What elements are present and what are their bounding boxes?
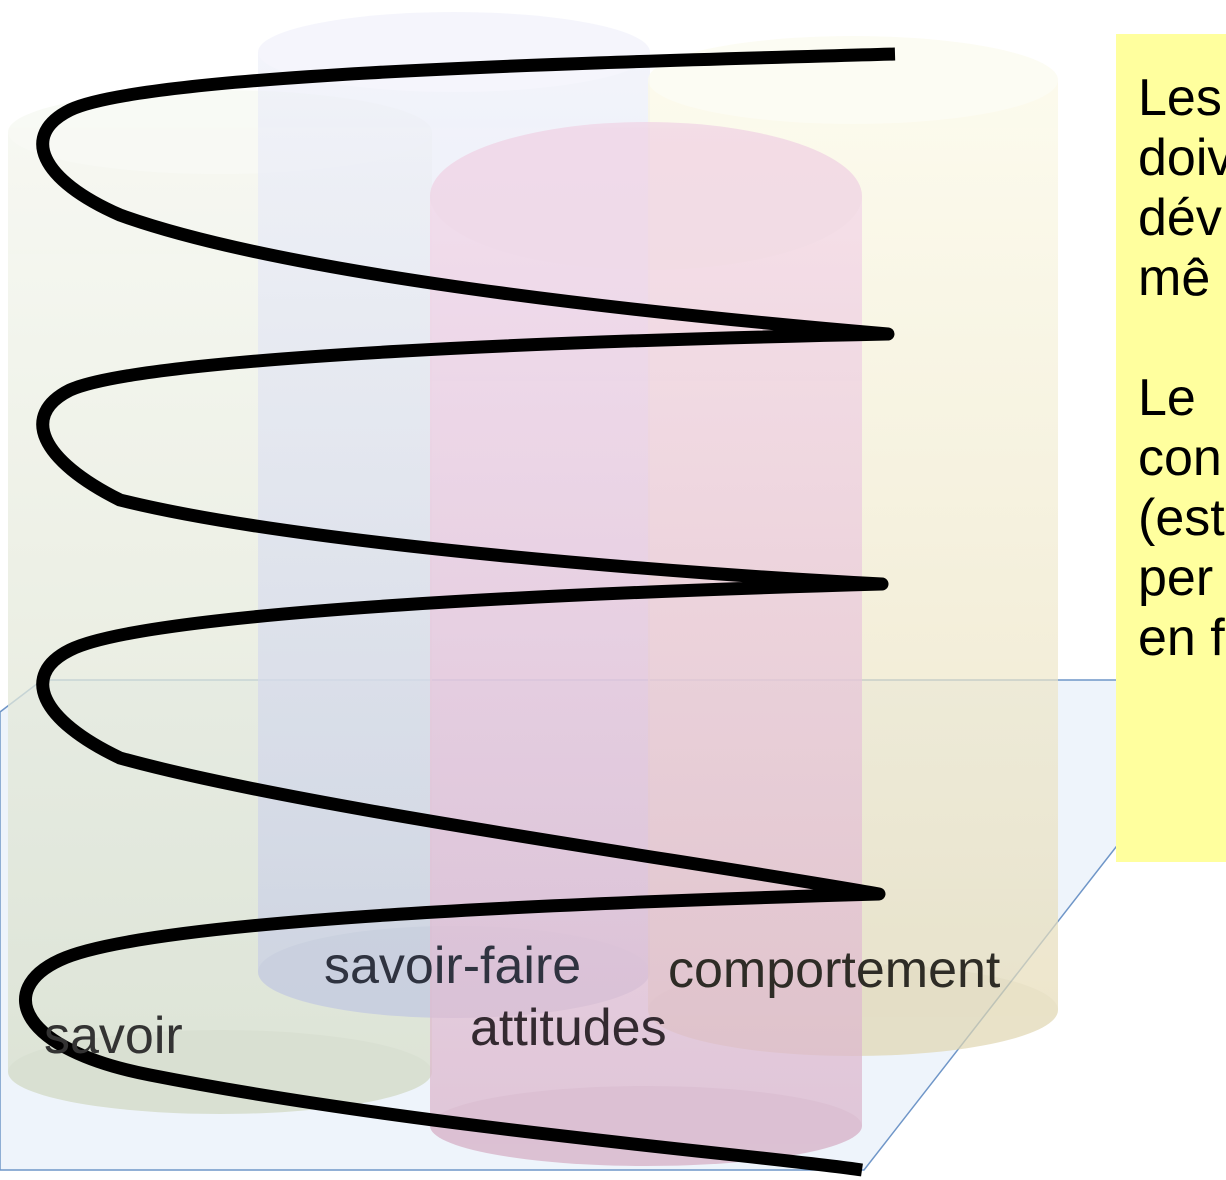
note-line: per — [1138, 549, 1214, 607]
note-line: Le — [1138, 369, 1196, 427]
note-line: dév — [1138, 189, 1222, 247]
comportement-label: comportement — [668, 941, 1001, 999]
savoir-faire-label: savoir-faire — [324, 937, 582, 995]
note-box: Les doiv dév mê Le con (est per en f — [1116, 34, 1226, 862]
note-spacer — [1138, 308, 1226, 368]
note-line: en f — [1138, 609, 1225, 667]
note-line: Les — [1138, 69, 1222, 127]
note-line: (est — [1138, 489, 1225, 547]
spiral-line — [19, 47, 896, 1177]
attitudes-label: attitudes — [470, 999, 667, 1057]
note-line: mê — [1138, 249, 1211, 307]
note-line: doiv — [1138, 129, 1226, 187]
note-line: con — [1138, 429, 1222, 487]
savoir-label: savoir — [44, 1007, 183, 1065]
